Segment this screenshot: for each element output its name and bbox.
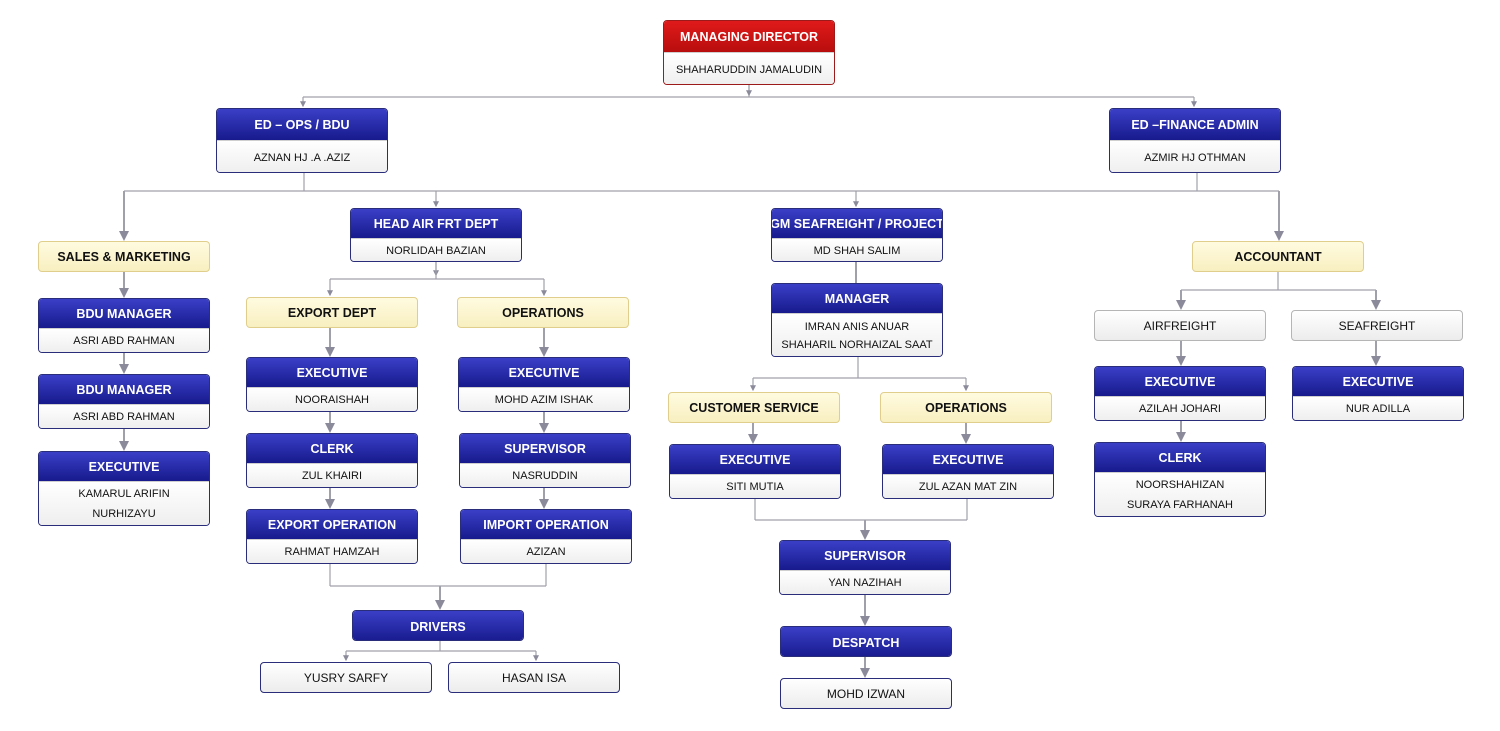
node-title: SUPERVISOR [780,541,950,570]
node-name: SHAHARUDDIN JAMALUDIN [675,63,823,76]
node-name: NORLIDAH BAZIAN [386,244,486,257]
node-name: RAHMAT HAMZAH [284,546,380,558]
export-dept-label: EXPORT DEPT [246,297,418,328]
sales-executive-box: EXECUTIVE KAMARUL ARIFIN NURHIZAYU [38,451,210,526]
accountant-label: ACCOUNTANT [1192,241,1364,272]
node-name: YAN NAZIHAH [828,577,902,589]
node-title: EXECUTIVE [247,358,417,387]
customer-service-executive-box: EXECUTIVE SITI MUTIA [669,444,841,499]
node-name: KAMARUL ARIFIN [78,488,170,500]
node-name: SITI MUTIA [726,481,784,493]
seafreight-label: SEAFREIGHT [1291,310,1463,341]
import-operation-box: IMPORT OPERATION AZIZAN [460,509,632,564]
node-title: CLERK [1095,443,1265,472]
export-operation-box: EXPORT OPERATION RAHMAT HAMZAH [246,509,418,564]
node-title: ED –FINANCE ADMIN [1110,109,1280,140]
node-name: ZUL KHAIRI [301,470,363,482]
airfreight-label: AIRFREIGHT [1094,310,1266,341]
node-title: DRIVERS [353,611,523,640]
node-title: MANAGING DIRECTOR [664,21,834,52]
gm-seafreight-project-box: GM SEAFREIGHT / PROJECT MD SHAH SALIM [771,208,943,262]
despatch-box: DESPATCH [780,626,952,657]
node-title: HEAD AIR FRT DEPT [351,209,521,238]
node-title: GM SEAFREIGHT / PROJECT [772,209,942,238]
node-name: NURHIZAYU [92,508,156,520]
node-name: AZILAH JOHARI [1139,403,1221,415]
operations-supervisor-box: SUPERVISOR NASRUDDIN [459,433,631,488]
sea-operations-executive-box: EXECUTIVE ZUL AZAN MAT ZIN [882,444,1054,499]
node-title: CLERK [247,434,417,463]
node-title: EXECUTIVE [1095,367,1265,396]
node-title: IMPORT OPERATION [461,510,631,539]
bdu-manager-box-2: BDU MANAGER ASRI ABD RAHMAN [38,374,210,429]
export-clerk-box: CLERK ZUL KHAIRI [246,433,418,488]
despatch-name: MOHD IZWAN [780,678,952,709]
node-title: EXPORT OPERATION [247,510,417,539]
operations-executive-box: EXECUTIVE MOHD AZIM ISHAK [458,357,630,412]
node-name: SURAYA FARHANAH [1127,499,1233,511]
node-title: BDU MANAGER [39,375,209,404]
node-title: EXECUTIVE [459,358,629,387]
node-name: IMRAN ANIS ANUAR [804,320,910,333]
node-title: EXECUTIVE [883,445,1053,474]
node-title: MANAGER [772,284,942,313]
node-name: NASRUDDIN [512,470,578,482]
node-name: NUR ADILLA [1345,403,1411,415]
node-name: AZNAN HJ .A .AZIZ [253,151,351,164]
drivers-box: DRIVERS [352,610,524,641]
managing-director-box: MANAGING DIRECTOR SHAHARUDDIN JAMALUDIN [663,20,835,85]
node-title: DESPATCH [781,627,951,656]
node-name: AZMIR HJ OTHMAN [1144,151,1246,164]
node-title: SUPERVISOR [460,434,630,463]
ed-finance-admin-box: ED –FINANCE ADMIN AZMIR HJ OTHMAN [1109,108,1281,173]
driver-name: YUSRY SARFY [260,662,432,693]
seafreight-executive-box: EXECUTIVE NUR ADILLA [1292,366,1464,421]
node-title: EXECUTIVE [1293,367,1463,396]
customer-service-label: CUSTOMER SERVICE [668,392,840,423]
node-name: MOHD AZIM ISHAK [494,394,594,406]
sea-manager-box: MANAGER IMRAN ANIS ANUAR SHAHARIL NORHAI… [771,283,943,357]
node-name: NOORSHAHIZAN [1135,479,1225,491]
node-name: ZUL AZAN MAT ZIN [918,481,1018,493]
sales-marketing-label: SALES & MARKETING [38,241,210,272]
node-name: SHAHARIL NORHAIZAL SAAT [781,338,933,351]
driver-name: HASAN ISA [448,662,620,693]
export-executive-box: EXECUTIVE NOORAISHAH [246,357,418,412]
node-title: BDU MANAGER [39,299,209,328]
sea-supervisor-box: SUPERVISOR YAN NAZIHAH [779,540,951,595]
air-operations-label: OPERATIONS [457,297,629,328]
bdu-manager-box: BDU MANAGER ASRI ABD RAHMAN [38,298,210,353]
ed-ops-bdu-box: ED – OPS / BDU AZNAN HJ .A .AZIZ [216,108,388,173]
node-name: ASRI ABD RAHMAN [73,335,175,347]
node-title: EXECUTIVE [670,445,840,474]
node-title: ED – OPS / BDU [217,109,387,140]
node-name: AZIZAN [526,546,566,558]
node-name: MD SHAH SALIM [813,244,901,257]
sea-operations-label: OPERATIONS [880,392,1052,423]
airfreight-executive-box: EXECUTIVE AZILAH JOHARI [1094,366,1266,421]
node-title: EXECUTIVE [39,452,209,481]
node-name: ASRI ABD RAHMAN [73,411,175,423]
node-name: NOORAISHAH [295,394,369,406]
head-air-frt-dept-box: HEAD AIR FRT DEPT NORLIDAH BAZIAN [350,208,522,262]
accountant-clerk-box: CLERK NOORSHAHIZAN SURAYA FARHANAH [1094,442,1266,517]
